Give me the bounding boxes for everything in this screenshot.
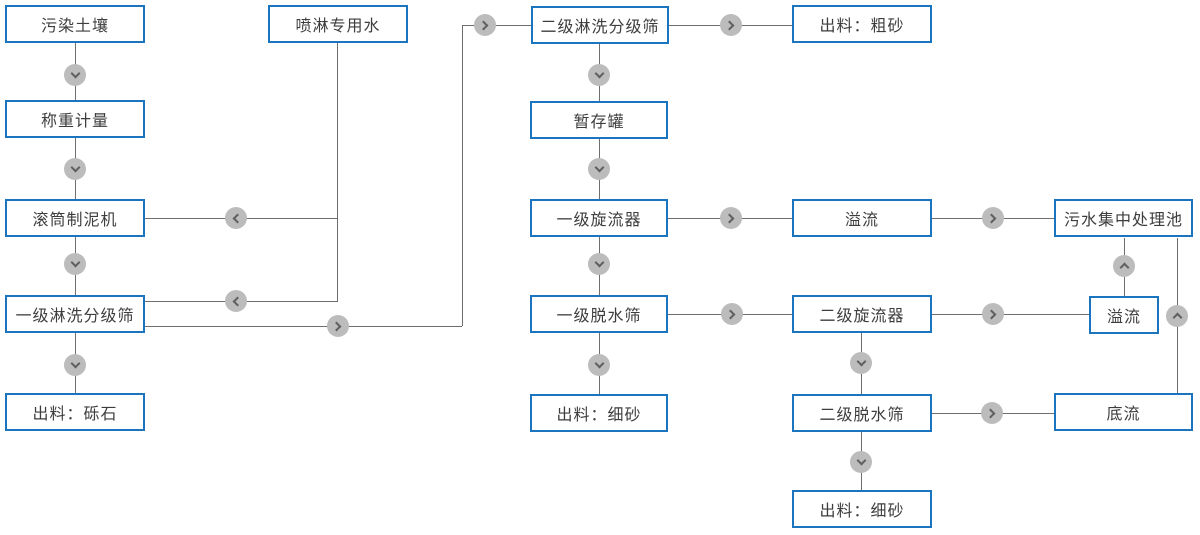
arrow-down-icon <box>64 253 86 275</box>
node-weighing: 称重计量 <box>5 100 145 138</box>
arrow-down-icon <box>588 64 610 86</box>
chevron <box>1119 262 1129 273</box>
chevron <box>70 68 80 79</box>
node-stage1-washing-screen: 一级淋洗分级筛 <box>5 295 145 333</box>
arrow-left-icon <box>225 290 247 312</box>
node-output-coarse-sand: 出料：粗砂 <box>792 5 932 43</box>
node-label: 出料：细砂 <box>556 407 642 424</box>
chevron <box>70 162 80 173</box>
chevron <box>725 309 736 319</box>
node-label: 一级淋洗分级筛 <box>15 308 135 325</box>
chevron <box>594 162 604 173</box>
arrow-right-icon <box>474 14 496 36</box>
node-buffer-tank: 暂存罐 <box>530 101 668 139</box>
node-output-fine-sand-2: 出料：细砂 <box>792 490 932 528</box>
node-contaminated-soil: 污染土壤 <box>5 5 145 43</box>
node-label: 出料：细砂 <box>819 503 905 520</box>
node-output-fine-sand-1: 出料：细砂 <box>530 394 668 432</box>
arrow-up-icon <box>1166 305 1188 327</box>
arrow-right-icon <box>720 14 742 36</box>
node-label: 滚筒制泥机 <box>32 212 118 229</box>
node-stage2-dewatering-screen: 二级脱水筛 <box>792 394 932 432</box>
node-label: 污染土壤 <box>40 18 109 35</box>
arrow-down-icon <box>850 352 872 374</box>
arrow-down-icon <box>64 64 86 86</box>
chevron <box>232 296 243 306</box>
node-sewage-treatment-pool: 污水集中处理池 <box>1054 199 1193 237</box>
node-stage2-cyclone: 二级旋流器 <box>792 295 932 333</box>
chevron <box>1172 312 1182 323</box>
connector-line <box>932 314 1089 315</box>
arrow-down-icon <box>588 354 610 376</box>
chevron <box>331 321 342 331</box>
node-label: 出料：砾石 <box>32 406 118 423</box>
node-underflow: 底流 <box>1054 393 1193 431</box>
chevron <box>986 309 997 319</box>
chevron <box>985 408 996 418</box>
node-label: 二级淋洗分级筛 <box>540 19 660 36</box>
node-label: 溢流 <box>844 212 879 229</box>
node-output-gravel: 出料：砾石 <box>5 393 145 431</box>
node-stage1-dewatering-screen: 一级脱水筛 <box>530 295 668 333</box>
node-label: 一级旋流器 <box>556 212 642 229</box>
node-drum-mud-maker: 滚筒制泥机 <box>5 199 145 237</box>
node-stage1-cyclone: 一级旋流器 <box>530 199 668 237</box>
arrow-down-icon <box>64 158 86 180</box>
connector-line <box>462 25 463 326</box>
arrow-down-icon <box>850 451 872 473</box>
node-stage2-washing-screen: 二级淋洗分级筛 <box>531 6 669 44</box>
node-label: 二级旋流器 <box>819 308 905 325</box>
chevron <box>232 213 243 223</box>
chevron <box>856 356 866 367</box>
arrow-down-icon <box>64 354 86 376</box>
chevron <box>594 257 604 268</box>
chevron <box>478 20 489 30</box>
arrow-right-icon <box>327 315 349 337</box>
node-label: 喷淋专用水 <box>295 18 381 35</box>
arrow-right-icon <box>982 207 1004 229</box>
node-label: 底流 <box>1106 406 1141 423</box>
chevron <box>594 68 604 79</box>
connector-line <box>462 25 531 26</box>
node-label: 出料：粗砂 <box>819 18 905 35</box>
chevron <box>724 213 735 223</box>
arrow-right-icon <box>982 303 1004 325</box>
arrow-down-icon <box>588 158 610 180</box>
arrow-right-icon <box>981 402 1003 424</box>
chevron <box>724 20 735 30</box>
connector-line <box>337 43 338 302</box>
arrow-right-icon <box>720 207 742 229</box>
node-label: 二级脱水筛 <box>819 407 905 424</box>
node-label: 一级脱水筛 <box>556 308 642 325</box>
node-label: 溢流 <box>1106 309 1141 326</box>
node-overflow-1: 溢流 <box>792 199 932 237</box>
arrow-up-icon <box>1113 255 1135 277</box>
node-label: 称重计量 <box>40 113 109 130</box>
node-spray-water: 喷淋专用水 <box>268 5 408 43</box>
connector-line <box>145 326 462 327</box>
node-label: 污水集中处理池 <box>1063 212 1183 229</box>
chevron <box>594 358 604 369</box>
chevron <box>70 257 80 268</box>
node-label: 暂存罐 <box>573 114 625 131</box>
arrow-right-icon <box>721 303 743 325</box>
chevron <box>856 455 866 466</box>
arrow-down-icon <box>588 253 610 275</box>
node-overflow-2: 溢流 <box>1089 296 1159 334</box>
chevron <box>986 213 997 223</box>
arrow-left-icon <box>225 207 247 229</box>
chevron <box>70 358 80 369</box>
